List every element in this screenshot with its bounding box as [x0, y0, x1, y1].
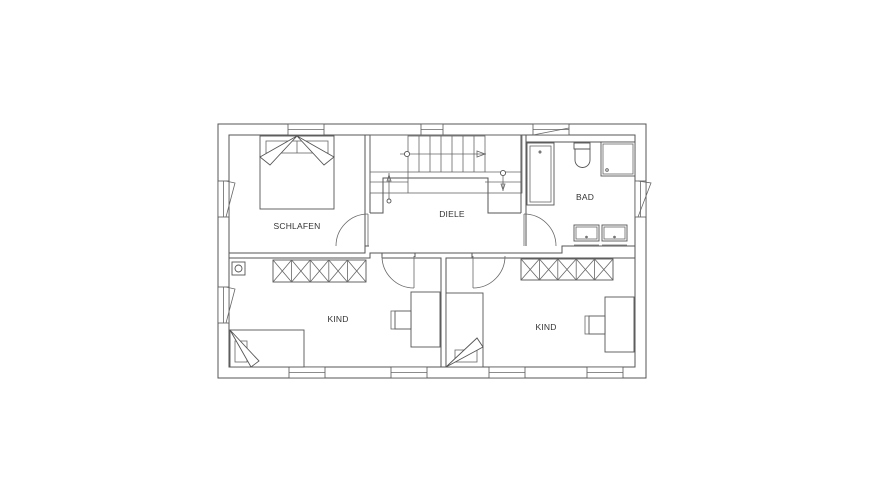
bed-single-right [445, 292, 484, 368]
chimney [231, 261, 246, 276]
wardrobe-right [520, 258, 614, 281]
room-label-bad: BAD [576, 192, 594, 202]
bed-single-left [229, 329, 305, 368]
room-label-kind-left: KIND [327, 314, 348, 324]
room-label-diele: DIELE [439, 209, 465, 219]
washbasin-right [601, 224, 628, 246]
toilet [573, 142, 591, 168]
staircase [386, 135, 507, 204]
shower [600, 141, 636, 177]
room-label-kind-right: KIND [535, 322, 556, 332]
desk-left [390, 291, 441, 348]
bathtub [526, 142, 555, 206]
doors [335, 213, 557, 289]
room-label-schlafen: SCHLAFEN [274, 221, 321, 231]
washbasin-left [573, 224, 600, 246]
bed-double [259, 135, 335, 210]
interior-walls [229, 134, 635, 367]
desk-right [584, 296, 635, 353]
windows [217, 123, 652, 379]
wardrobe-left [272, 259, 367, 283]
